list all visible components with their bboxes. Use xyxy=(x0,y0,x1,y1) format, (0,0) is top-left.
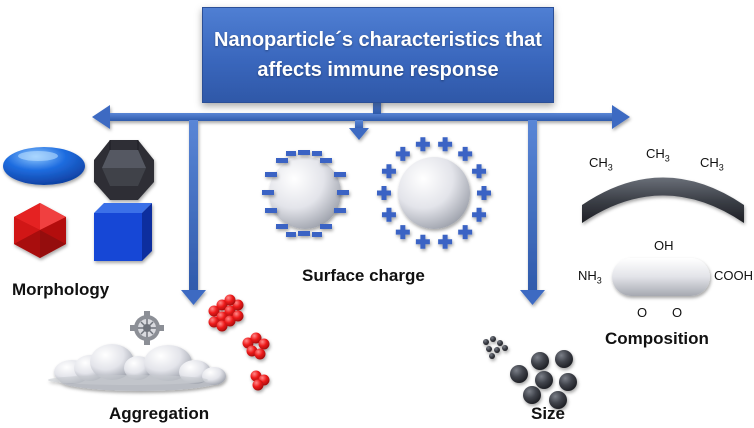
red-particle-icon xyxy=(258,338,270,350)
left-arrowhead-icon xyxy=(92,105,110,129)
positive-charges xyxy=(377,137,491,249)
red-particle-icon xyxy=(254,348,266,360)
label-size: Size xyxy=(531,404,566,423)
curved-band-icon xyxy=(582,177,744,223)
composition-illustration xyxy=(582,177,744,296)
methyl-label-left: CH3 xyxy=(589,155,613,173)
plus-charge-icon xyxy=(381,164,396,179)
plus-charge-icon xyxy=(472,207,487,222)
red-particle-icon xyxy=(232,310,244,322)
hydroxyl-label: OH xyxy=(654,238,674,253)
large-particles-icon xyxy=(510,350,577,409)
arrow-network xyxy=(92,100,630,305)
surface-charge-illustration xyxy=(262,137,491,249)
red-particle-icon xyxy=(216,299,228,311)
aggregation-illustration xyxy=(48,294,270,391)
label-aggregation: Aggregation xyxy=(109,404,210,423)
methyl-label-center: CH3 xyxy=(646,146,670,164)
red-particle-icon xyxy=(232,299,244,311)
right-arrowhead-icon xyxy=(612,105,630,129)
size-arrowhead-icon xyxy=(520,290,545,305)
red-particle-clusters xyxy=(208,294,270,391)
label-morphology: Morphology xyxy=(12,280,110,299)
plus-charge-icon xyxy=(377,186,391,200)
oxygen-label-left: O xyxy=(637,305,648,320)
plus-charge-icon xyxy=(438,234,453,249)
cube-icon xyxy=(94,203,152,261)
methyl-label-right: CH3 xyxy=(700,155,724,173)
plus-charge-icon xyxy=(477,186,491,200)
icosahedron-icon xyxy=(14,203,66,258)
oxygen-label-right: O xyxy=(672,305,683,320)
gear-icon xyxy=(130,311,164,345)
size-illustration xyxy=(483,336,577,409)
red-particle-icon xyxy=(224,294,236,306)
positive-sphere-icon xyxy=(398,157,470,229)
polyhedron-icon xyxy=(94,140,154,200)
plus-charge-icon xyxy=(415,137,430,152)
plus-charge-icon xyxy=(395,146,410,161)
red-particle-icon xyxy=(216,320,228,332)
surface-charge-arrowhead-icon xyxy=(349,128,369,140)
aggregate-cloud-icon xyxy=(48,344,226,391)
red-particle-icon xyxy=(224,315,236,327)
negative-sphere-icon xyxy=(269,157,341,229)
red-particle-icon xyxy=(208,305,220,317)
title-line-2: affects immune response xyxy=(257,59,499,81)
plus-charge-icon xyxy=(395,225,410,240)
morphology-shapes xyxy=(3,140,154,261)
size-arrow-shaft xyxy=(528,120,537,292)
capsule-icon xyxy=(612,258,710,296)
negative-charges xyxy=(262,150,349,237)
aggregation-arrow-shaft xyxy=(189,120,198,292)
plus-charge-icon xyxy=(458,146,473,161)
small-particles-icon xyxy=(483,336,508,359)
plus-charge-icon xyxy=(381,207,396,222)
title-connector xyxy=(373,100,381,114)
red-particle-icon xyxy=(252,379,264,391)
red-particle-icon xyxy=(224,305,236,317)
plus-charge-icon xyxy=(438,137,453,152)
aggregation-arrowhead-icon xyxy=(181,290,206,305)
horizontal-arrow-bar xyxy=(102,113,618,121)
surface-charge-arrow-shaft xyxy=(355,120,363,130)
carboxyl-label: COOH xyxy=(714,268,753,283)
title-line-1: Nanoparticle´s characteristics that xyxy=(214,29,542,51)
plus-charge-icon xyxy=(472,164,487,179)
label-surface-charge: Surface charge xyxy=(302,266,425,285)
title-box: Nanoparticle´s characteristics that affe… xyxy=(202,7,554,103)
plus-charge-icon xyxy=(458,225,473,240)
amine-label: NH3 xyxy=(578,268,602,286)
label-composition: Composition xyxy=(605,329,709,348)
red-particle-icon xyxy=(250,332,262,344)
plus-charge-icon xyxy=(415,234,430,249)
